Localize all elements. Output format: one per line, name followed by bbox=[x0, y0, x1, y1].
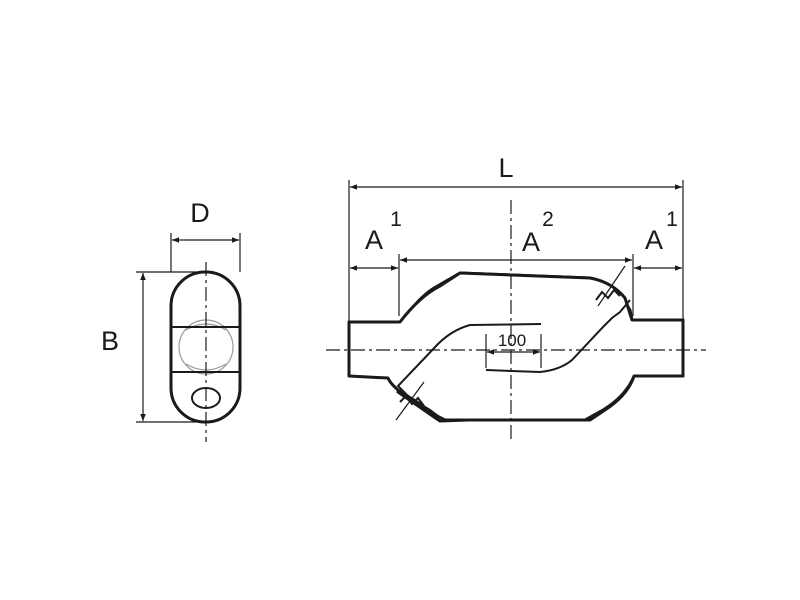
dimension-label-l: L bbox=[498, 153, 513, 183]
dimension-label-b: B bbox=[101, 326, 119, 356]
dimension-label-d: D bbox=[190, 198, 210, 228]
front-view-split-lower bbox=[485, 299, 631, 374]
dimension-label-a1-left: A bbox=[365, 225, 383, 255]
front-view: L A 1 A 2 A 1 100 bbox=[326, 153, 706, 442]
dimension-label-100: 100 bbox=[498, 331, 526, 350]
dimension-index-a2: 2 bbox=[542, 208, 554, 231]
dimension-index-a1-right: 1 bbox=[666, 208, 678, 231]
dimension-label-a1-right: A bbox=[645, 225, 663, 255]
dimension-label-a2: A bbox=[522, 227, 540, 257]
front-view-body-outline bbox=[347, 271, 685, 422]
dimension-index-a1-left: 1 bbox=[390, 208, 402, 231]
side-view: D B bbox=[101, 198, 242, 442]
